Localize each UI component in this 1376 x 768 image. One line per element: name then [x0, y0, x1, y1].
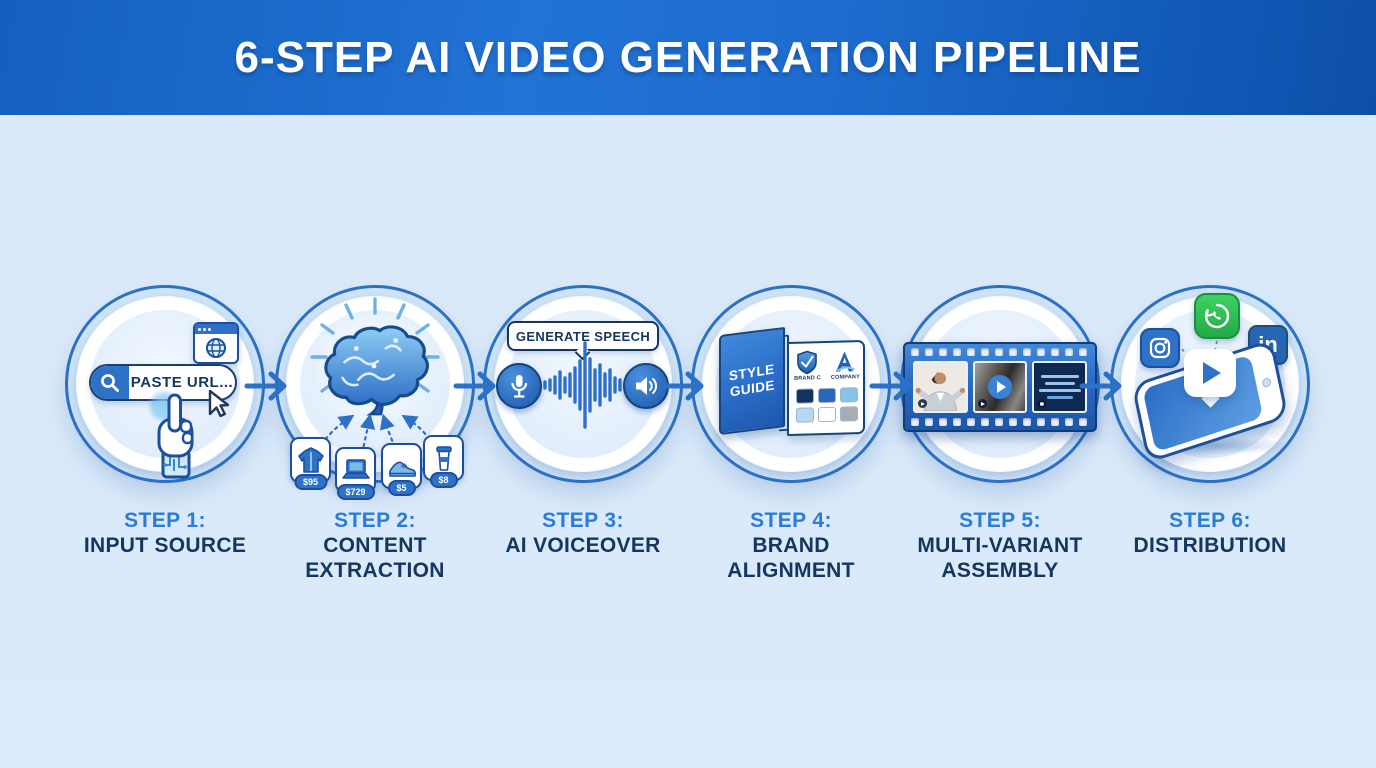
url-placeholder-text: PASTE URL... — [130, 374, 234, 391]
step-1-circle: PASTE URL... — [65, 285, 265, 483]
a-logo-icon — [836, 351, 855, 372]
arrow-step5-step6 — [1079, 371, 1122, 401]
microphone-icon — [511, 375, 528, 398]
pointing-hand-icon — [157, 393, 194, 479]
shield-logo-cell: BRAND C — [794, 350, 821, 382]
step-2-name-line2: EXTRACTION — [305, 559, 445, 582]
ai-brain-icon — [324, 325, 429, 416]
mouse-cursor-icon — [208, 389, 230, 418]
style-guide-page: BRAND C COMPANY — [787, 339, 865, 437]
video-share-bubble — [1184, 349, 1236, 397]
instagram-icon — [1140, 328, 1180, 368]
step-3-name: AI VOICEOVER — [505, 534, 661, 557]
step-4-number: STEP 4: — [750, 509, 832, 532]
product-card-coffee: $8 — [423, 435, 464, 488]
shield-logo-icon — [797, 350, 818, 375]
palette-swatch — [840, 387, 858, 403]
price-tag: $729 — [336, 484, 375, 500]
step-1-number: STEP 1: — [124, 509, 206, 532]
step-5-name-line1: MULTI-VARIANT — [917, 534, 1083, 557]
price-tag: $5 — [387, 480, 416, 496]
sneaker-icon — [388, 461, 416, 477]
palette-swatch — [840, 406, 858, 422]
play-icon — [1203, 362, 1221, 384]
step-5-number: STEP 5: — [959, 509, 1041, 532]
frame-presenter-clip — [913, 361, 968, 413]
palette-swatch — [796, 388, 814, 404]
frame-play-preview-clip — [972, 361, 1028, 413]
step-4-circle: STYLE GUIDE BRAND C — [691, 285, 891, 483]
step-1-caption: STEP 1: INPUT SOURCE — [47, 508, 283, 558]
step-2-name-line1: CONTENT — [323, 534, 427, 557]
speaker-button — [623, 363, 669, 409]
step-3-circle: GENERATE SPEECH — [483, 285, 683, 483]
brand-color-palette — [796, 387, 858, 423]
globe-icon — [206, 338, 226, 358]
step-6-caption: STEP 6: DISTRIBUTION — [1092, 508, 1328, 558]
product-card-jacket: $95 — [290, 437, 331, 490]
step-2-circle: $95 $729 $5 $8 — [275, 285, 475, 500]
mini-play-icon — [1037, 399, 1047, 408]
mini-play-icon — [918, 399, 927, 408]
jacket-icon — [297, 447, 324, 473]
palette-swatch — [796, 407, 814, 423]
step-4-name-line1: BRAND — [752, 534, 830, 557]
price-tag: $8 — [429, 472, 458, 488]
search-icon — [91, 366, 129, 399]
step-3-number: STEP 3: — [542, 509, 624, 532]
arrow-step4-step5 — [869, 371, 912, 401]
header-bar: 6-STEP AI VIDEO GENERATION PIPELINE — [0, 0, 1376, 115]
mini-play-icon — [977, 399, 987, 408]
film-sprockets-top — [911, 348, 1089, 356]
audio-waveform — [543, 341, 627, 429]
page-title: 6-STEP AI VIDEO GENERATION PIPELINE — [234, 32, 1142, 82]
step-4-name-line2: ALIGNMENT — [727, 559, 855, 582]
brand-logos-row: BRAND C COMPANY — [794, 349, 860, 382]
a-logo-cell: COMPANY — [831, 349, 860, 381]
step-6-circle: in — [1110, 285, 1310, 483]
step-2-caption: STEP 2: CONTENT EXTRACTION — [257, 508, 493, 583]
whatsapp-icon — [1194, 293, 1240, 339]
arrow-step3-step4 — [661, 371, 704, 401]
play-button-icon — [988, 375, 1012, 399]
laptop-icon — [341, 459, 370, 479]
step-5-name-line2: ASSEMBLY — [941, 559, 1059, 582]
arrow-step2-step3 — [453, 371, 496, 401]
step-5-circle — [900, 285, 1100, 483]
speaker-icon — [636, 377, 658, 395]
arrow-step1-step2 — [244, 371, 287, 401]
a-logo-caption: COMPANY — [830, 374, 860, 381]
step-6-name: DISTRIBUTION — [1133, 534, 1287, 557]
product-card-sneaker: $5 — [381, 443, 422, 496]
product-card-laptop: $729 — [335, 447, 376, 500]
palette-swatch — [818, 406, 836, 423]
film-sprockets-bottom — [911, 418, 1089, 426]
step-2-number: STEP 2: — [334, 509, 416, 532]
browser-window-icon — [193, 322, 239, 364]
coffee-cup-icon — [435, 446, 452, 471]
style-guide-book-cover: STYLE GUIDE — [719, 326, 785, 436]
browser-titlebar — [195, 324, 237, 334]
film-frames — [913, 361, 1088, 413]
price-tag: $95 — [293, 474, 328, 490]
step-5-caption: STEP 5: MULTI-VARIANT ASSEMBLY — [882, 508, 1118, 583]
step-1-name: INPUT SOURCE — [83, 534, 247, 557]
palette-swatch — [818, 387, 836, 404]
step-3-caption: STEP 3: AI VOICEOVER — [465, 508, 701, 558]
step-4-caption: STEP 4: BRAND ALIGNMENT — [673, 508, 909, 583]
step-6-number: STEP 6: — [1169, 509, 1251, 532]
film-strip — [903, 342, 1097, 432]
phone-home-button — [1261, 376, 1272, 389]
microphone-button — [496, 363, 542, 409]
shield-logo-caption: BRAND C — [794, 375, 821, 382]
